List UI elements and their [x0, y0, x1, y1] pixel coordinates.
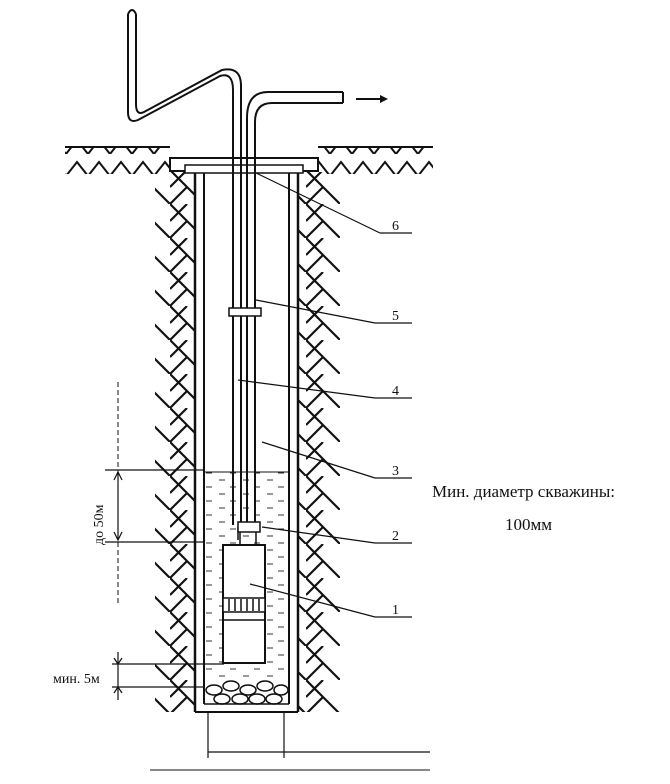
- leader-lines: [237, 171, 412, 618]
- well-head: [169, 157, 319, 174]
- callout-2: 2: [392, 529, 399, 544]
- diameter-note-title: Мин. диаметр скважины:: [432, 482, 615, 501]
- soil-wall-right: [298, 172, 340, 712]
- diameter-note-value: 100мм: [505, 515, 552, 534]
- callout-5: 5: [392, 309, 399, 324]
- ground-surface: [65, 146, 433, 174]
- min-depth-dimension: [112, 652, 224, 700]
- submersible-pump: [222, 544, 266, 664]
- outlet-arrow: [356, 95, 388, 103]
- pump-connector: [237, 521, 261, 545]
- depth-dimension: [105, 382, 205, 604]
- depth-label: до 50м: [92, 504, 107, 545]
- callout-4: 4: [392, 384, 399, 399]
- cable-clamp: [228, 307, 262, 317]
- discharge-pipe: [127, 9, 344, 540]
- callout-1: 1: [392, 603, 399, 618]
- soil-wall-left: [155, 172, 195, 712]
- diameter-dimension: [150, 712, 430, 771]
- callout-3: 3: [392, 464, 399, 479]
- gravel-bottom: [205, 680, 289, 705]
- min-depth-label: мин. 5м: [53, 672, 100, 687]
- callout-6: 6: [392, 219, 399, 234]
